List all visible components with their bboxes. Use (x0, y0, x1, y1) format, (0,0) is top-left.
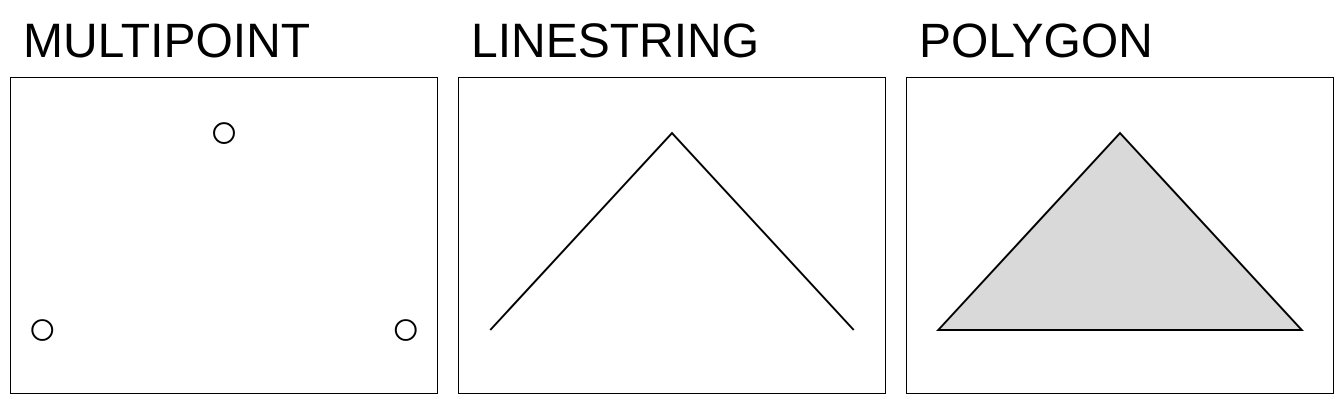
multipoint-point-2 (213, 122, 235, 144)
linestring-plot-frame (458, 77, 886, 394)
linestring-line (489, 131, 855, 331)
multipoint-title: MULTIPOINT (23, 15, 311, 68)
linestring-plot (489, 131, 855, 331)
multipoint-panel: MULTIPOINT (10, 0, 440, 403)
linestring-panel: LINESTRING (458, 0, 888, 403)
multipoint-plot-frame (10, 77, 438, 394)
polygon-panel: POLYGON (906, 0, 1336, 403)
polygon-plot (935, 131, 1305, 331)
polygon-shape (935, 131, 1305, 331)
multipoint-point-1 (31, 319, 54, 341)
multipoint-plot (31, 122, 417, 341)
polygon-plot-frame (906, 77, 1334, 394)
polygon-title: POLYGON (919, 15, 1153, 68)
linestring-title: LINESTRING (471, 15, 760, 68)
multipoint-point-3 (394, 319, 417, 341)
